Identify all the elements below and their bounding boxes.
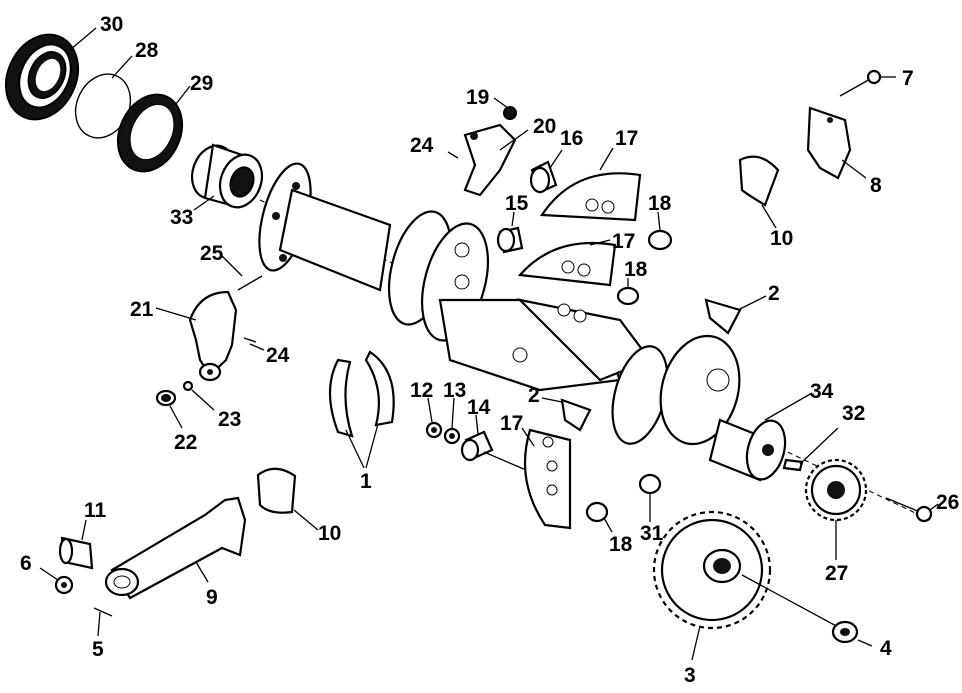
label-21: 21 (130, 298, 154, 321)
label-26: 26 (936, 491, 959, 514)
part-29-seal (116, 93, 184, 173)
part-5-cotter-pin (93, 607, 113, 617)
part-18-bushing (585, 501, 609, 523)
part-19-nut (503, 106, 517, 120)
label-20: 20 (533, 115, 556, 138)
part-31-bushing (638, 473, 662, 495)
label-17-mid: 17 (612, 230, 635, 253)
part-18-bushing (616, 286, 640, 306)
part-2-bearing-shell (704, 298, 742, 335)
label-12: 12 (410, 379, 433, 402)
part-33-main-bearing (190, 143, 264, 209)
part-6-nut (54, 575, 74, 595)
part-11-bushing (58, 536, 94, 570)
part-23-washer (182, 380, 194, 392)
part-16-bushing (529, 160, 558, 194)
label-2-right: 2 (768, 282, 780, 305)
label-8: 8 (870, 174, 882, 197)
part-17-counterweight (540, 172, 642, 222)
part-9-connecting-rod (104, 496, 247, 600)
label-1: 1 (360, 470, 372, 493)
label-18-bottom: 18 (609, 533, 633, 556)
part-7-bolt (839, 69, 882, 97)
part-20-bearing-cap (463, 123, 517, 197)
label-19: 19 (466, 86, 489, 109)
part-27-gear (804, 458, 868, 522)
label-24-top: 24 (410, 134, 434, 157)
label-4: 4 (880, 637, 892, 660)
label-23: 23 (218, 408, 241, 431)
label-29: 29 (190, 72, 213, 95)
label-16: 16 (560, 127, 583, 150)
part-12-nut (425, 421, 443, 439)
label-33: 33 (170, 206, 193, 229)
part-32-key (782, 458, 804, 472)
part-1-thrust-washers (328, 350, 395, 438)
label-24-left: 24 (266, 344, 290, 367)
label-13: 13 (443, 379, 466, 402)
label-17-bottom: 17 (500, 412, 523, 435)
label-6: 6 (20, 552, 32, 575)
label-22: 22 (174, 431, 197, 454)
part-14-bushing (460, 430, 494, 462)
part-2-bearing-shell (560, 398, 592, 432)
part-26-bolt (885, 497, 933, 523)
label-11: 11 (84, 499, 107, 522)
part-3-timing-gear (652, 510, 772, 630)
label-7: 7 (902, 67, 914, 90)
part-4-bushing (831, 620, 859, 644)
part-17-counterweight (517, 241, 617, 287)
part-10-bearing-shell (256, 467, 297, 514)
part-13-washer (443, 427, 461, 445)
label-28: 28 (135, 39, 159, 62)
label-32: 32 (842, 402, 865, 425)
label-2-mid: 2 (528, 384, 540, 407)
label-10-bottom: 10 (318, 522, 341, 545)
part-21-rod-cap (188, 290, 238, 382)
part-15-bushing (496, 226, 524, 254)
label-15: 15 (505, 192, 529, 215)
part-30-oil-seal (5, 33, 79, 121)
label-31: 31 (640, 522, 664, 545)
label-25: 25 (200, 242, 224, 265)
label-10-top: 10 (770, 227, 793, 250)
label-34: 34 (810, 380, 834, 403)
part-17-counterweight (523, 428, 572, 530)
part-10-bearing-shell (738, 155, 780, 207)
label-17-top: 17 (615, 127, 638, 150)
part-8-bearing-cap (806, 106, 852, 180)
label-18-mid: 18 (624, 258, 648, 281)
label-18-top: 18 (648, 192, 672, 215)
label-9: 9 (206, 586, 218, 609)
label-27: 27 (825, 562, 848, 585)
part-18-bushing (647, 229, 673, 251)
part-25-stud (237, 275, 263, 291)
part-labels: 30 28 29 19 20 24 16 17 18 15 17 18 7 8 … (20, 13, 959, 687)
label-14: 14 (467, 396, 491, 419)
label-3: 3 (684, 664, 696, 687)
label-5: 5 (92, 638, 104, 661)
part-22-nut (155, 389, 177, 407)
crankshaft (258, 162, 787, 482)
label-30: 30 (100, 13, 123, 36)
